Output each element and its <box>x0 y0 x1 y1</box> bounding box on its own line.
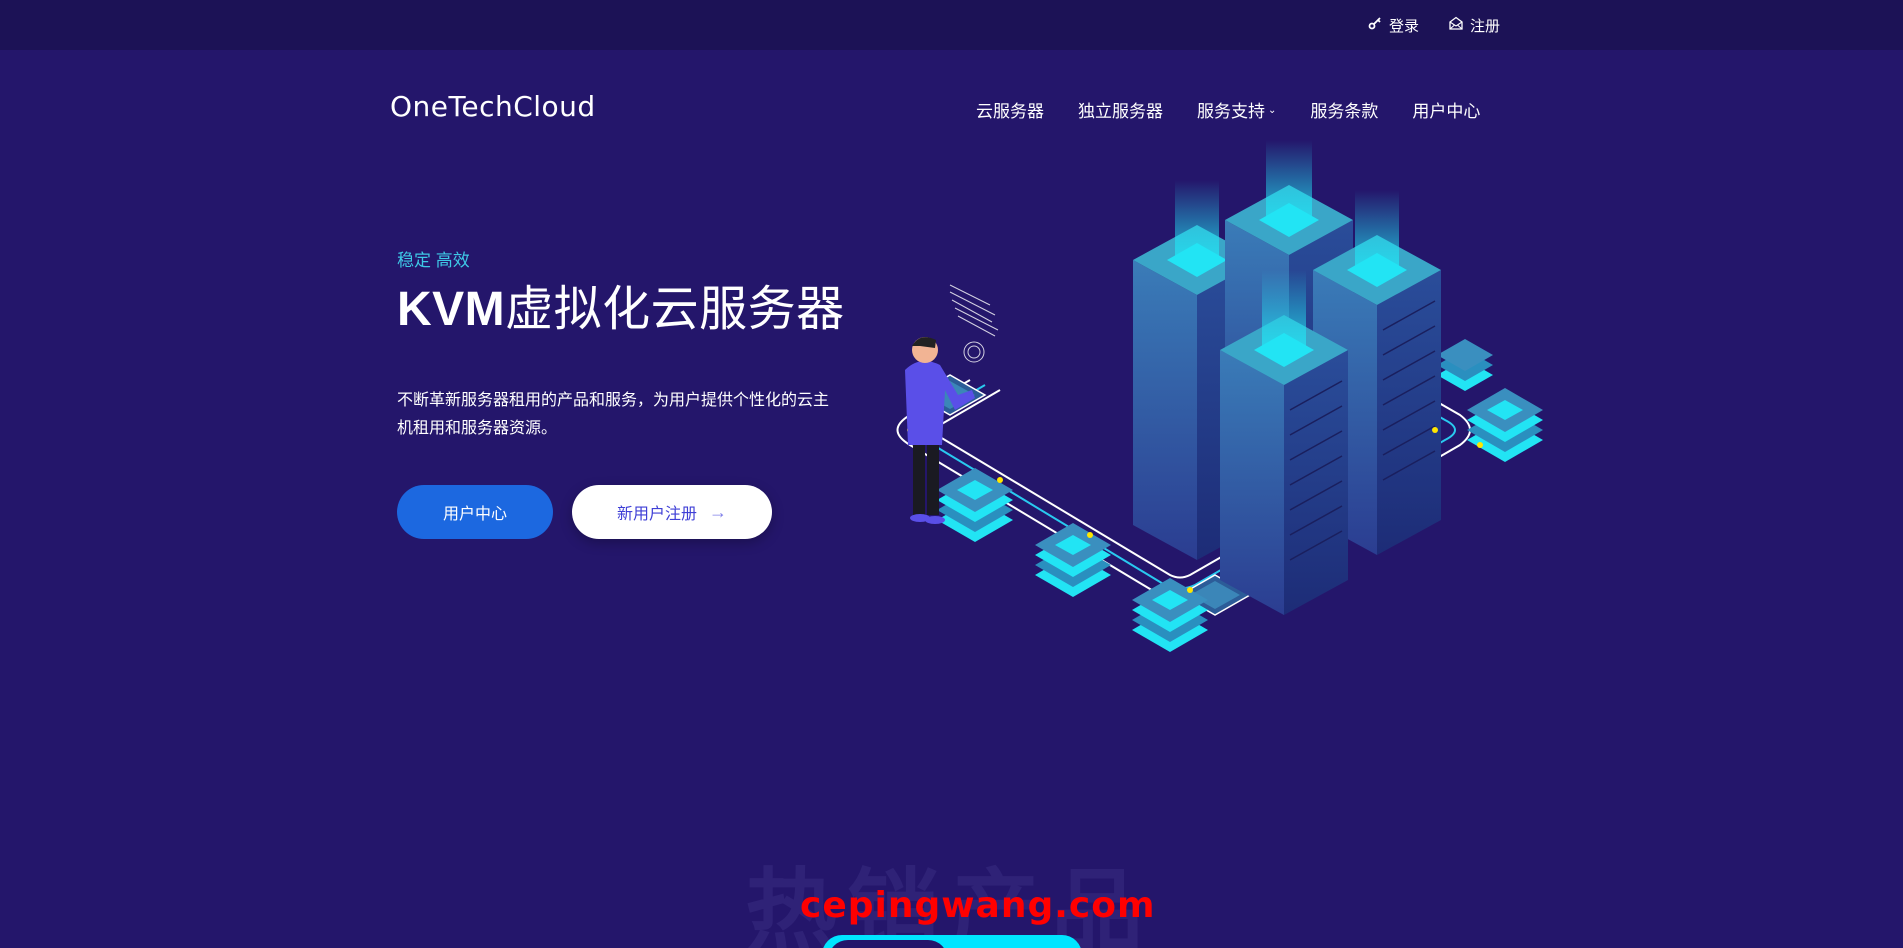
login-label: 登录 <box>1389 17 1420 35</box>
hero-title-cn: 虚拟化云服务器 <box>505 283 845 336</box>
auth-links: 登录 注册 <box>1368 0 1500 50</box>
product-tab-switcher[interactable] <box>822 935 1082 948</box>
key-icon <box>1368 16 1382 34</box>
watermark-text: cepingwang.com <box>800 885 1156 926</box>
chevron-down-icon: ⌄ <box>1268 105 1277 116</box>
hero: 稳定 高效 KVM虚拟化云服务器 不断革新服务器租用的产品和服务，为用户提供个性… <box>397 246 877 539</box>
arrow-right-icon: → <box>709 501 727 522</box>
active-tab-indicator[interactable] <box>828 940 948 948</box>
nav-label: 服务支持 <box>1197 102 1265 121</box>
login-link[interactable]: 登录 <box>1368 15 1419 36</box>
nav-label: 服务条款 <box>1310 102 1379 121</box>
nav-label: 用户中心 <box>1412 102 1481 121</box>
register-label: 注册 <box>1470 17 1501 35</box>
button-label: 新用户注册 <box>616 506 697 523</box>
nav-label: 云服务器 <box>976 102 1044 121</box>
nav-dedicated-server[interactable]: 独立服务器 <box>1078 97 1163 122</box>
button-label: 用户中心 <box>442 506 507 523</box>
nav-support[interactable]: 服务支持⌄ <box>1197 97 1276 122</box>
nav-label: 独立服务器 <box>1078 102 1163 121</box>
envelope-icon <box>1449 16 1463 34</box>
hero-tagline: 稳定 高效 <box>397 251 470 270</box>
nav-terms[interactable]: 服务条款 <box>1310 97 1378 122</box>
server-illustration <box>880 140 1640 720</box>
top-bar: 登录 注册 <box>0 0 1903 50</box>
register-link[interactable]: 注册 <box>1449 15 1500 36</box>
site-header: OneTechCloud 云服务器 独立服务器 服务支持⌄ 服务条款 用户中心 <box>0 50 1903 160</box>
nav-cloud-server[interactable]: 云服务器 <box>976 97 1044 122</box>
hero-buttons: 用户中心 新用户注册 → <box>397 485 877 539</box>
hero-description: 不断革新服务器租用的产品和服务，为用户提供个性化的云主机租用和服务器资源。 <box>397 392 830 437</box>
nav-user-center[interactable]: 用户中心 <box>1412 97 1480 122</box>
logo[interactable]: OneTechCloud <box>390 90 596 123</box>
hero-title: KVM虚拟化云服务器 <box>397 281 877 339</box>
user-center-button[interactable]: 用户中心 <box>397 485 553 539</box>
new-user-register-button[interactable]: 新用户注册 → <box>572 485 772 539</box>
hero-title-latin: KVM <box>397 283 506 336</box>
main-nav: 云服务器 独立服务器 服务支持⌄ 服务条款 用户中心 <box>976 97 1480 122</box>
section-background-title: 热销产品 <box>745 862 1154 948</box>
